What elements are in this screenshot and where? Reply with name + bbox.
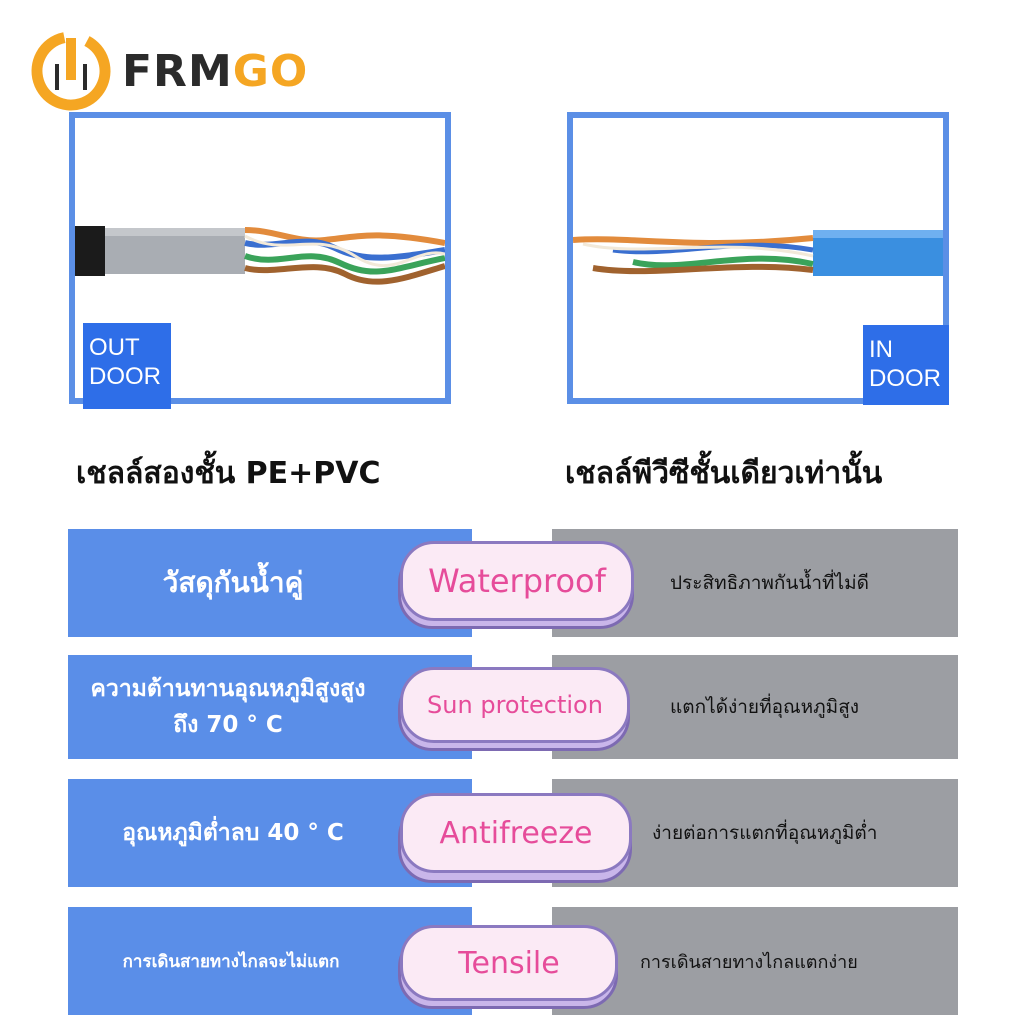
comparison-row-sun-protection: ความต้านทานอุณหภูมิสูงสูงถึง 70 ° C Sun …: [68, 655, 958, 759]
row-right-text: ง่ายต่อการแตกที่อุณหภูมิต่ำ: [652, 822, 878, 844]
row-feature-pill: Tensile: [400, 925, 618, 1001]
row-right-text: การเดินสายทางไกลแตกง่าย: [640, 951, 858, 973]
indoor-caption: เชลล์พีวีซีชั้นเดียวเท่านั้น: [565, 456, 883, 491]
row-right-text: ประสิทธิภาพกันน้ำที่ไม่ดี: [670, 572, 869, 594]
row-left-text: ความต้านทานอุณหภูมิสูงสูงถึง 70 ° C: [90, 676, 366, 738]
indoor-cable-panel: IN DOOR: [567, 112, 949, 405]
row-right-text: แตกได้ง่ายที่อุณหภูมิสูง: [670, 696, 860, 718]
indoor-cable-image: [573, 230, 943, 276]
indoor-tag-line2: DOOR: [869, 365, 941, 392]
brand-name-main: FRM: [122, 45, 233, 97]
outdoor-tag-line1: OUT: [89, 334, 140, 361]
brand-name-accent: GO: [232, 45, 309, 97]
row-left-text: วัสดุกันน้ำคู่: [162, 566, 304, 599]
row-left-text: อุณหภูมิต่ำลบ 40 ° C: [122, 820, 344, 846]
row-left-text: การเดินสายทางไกลจะไม่แตก: [122, 951, 340, 972]
row-feature-pill: Sun protection: [400, 667, 630, 743]
indoor-tag: IN DOOR: [863, 325, 949, 405]
outdoor-cable-panel: OUT DOOR: [69, 112, 451, 409]
brand-logo: FRMGO: [30, 30, 308, 112]
row-feature-pill: Antifreeze: [400, 793, 632, 873]
outdoor-tag-line2: DOOR: [89, 363, 161, 390]
outdoor-caption: เชลล์สองชั้น PE+PVC: [76, 456, 381, 491]
indoor-tag-line1: IN: [869, 336, 893, 363]
comparison-row-tensile: การเดินสายทางไกลจะไม่แตก Tensile การเดิน…: [68, 907, 958, 1015]
brand-name: FRMGO: [122, 46, 308, 97]
outdoor-tag: OUT DOOR: [83, 323, 171, 409]
comparison-row-antifreeze: อุณหภูมิต่ำลบ 40 ° C Antifreeze ง่ายต่อก…: [68, 779, 958, 887]
outdoor-cable-image: [75, 226, 445, 285]
row-grey-bar: [552, 907, 958, 1015]
row-feature-pill: Waterproof: [400, 541, 634, 621]
comparison-row-waterproof: วัสดุกันน้ำคู่ Waterproof ประสิทธิภาพกัน…: [68, 529, 958, 637]
power-logo-icon: [31, 31, 111, 111]
